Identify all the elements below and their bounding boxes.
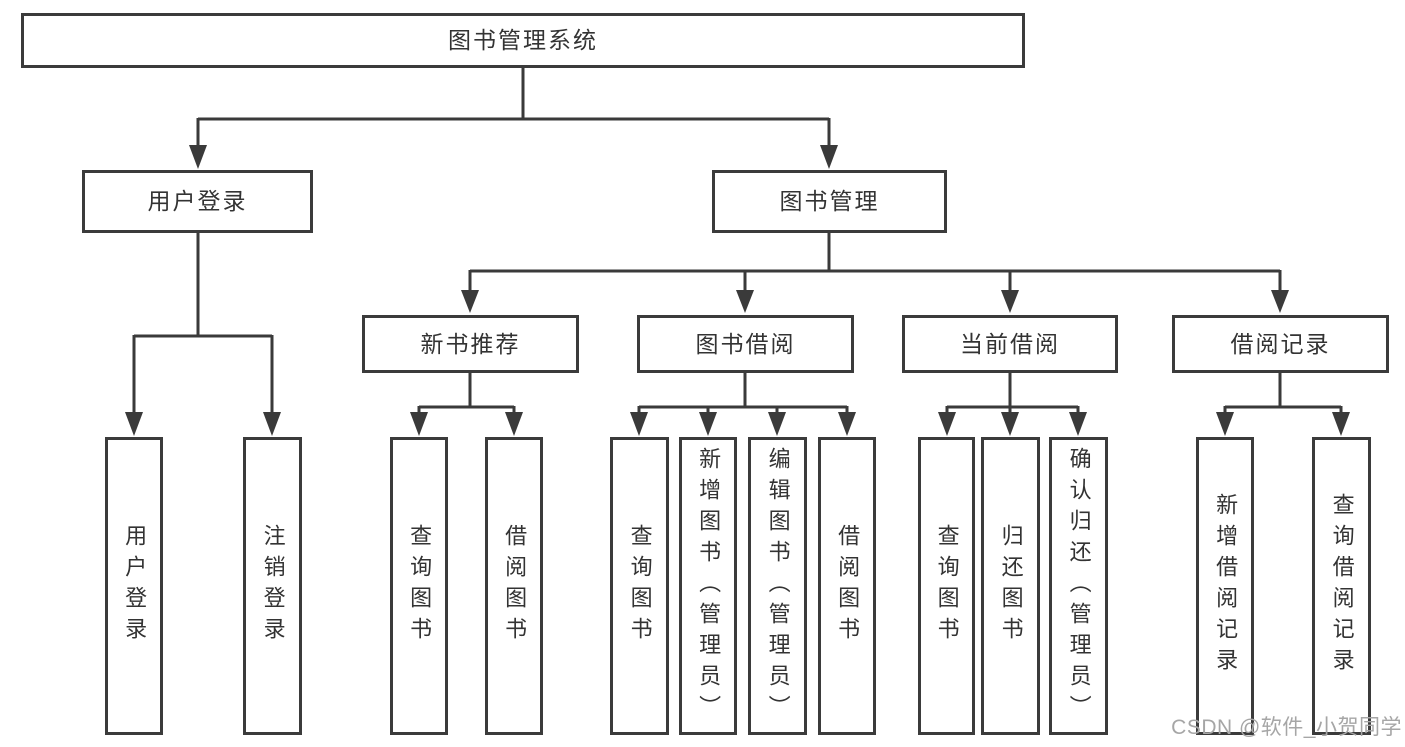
leaf-label: 新增图书（管理员） <box>696 446 722 726</box>
arrow-down-icon <box>505 412 523 436</box>
leaf-add-borrow-record: 新增借阅记录 <box>1196 437 1254 735</box>
arrow-down-icon <box>1271 290 1289 313</box>
leaf-label: 编辑图书（管理员） <box>765 446 791 726</box>
arrow-down-icon <box>1069 412 1087 436</box>
leaf-add-books-admin: 新增图书（管理员） <box>679 437 737 735</box>
connector-book-borrowing-to-leaves <box>630 373 856 436</box>
leaf-edit-books-admin: 编辑图书（管理员） <box>748 437 807 735</box>
arrow-down-icon <box>630 412 648 436</box>
node-borrowing-records: 借阅记录 <box>1172 315 1389 373</box>
node-user-login: 用户登录 <box>82 170 313 233</box>
node-new-book-recommendation: 新书推荐 <box>362 315 579 373</box>
leaf-label: 查询图书 <box>934 524 960 648</box>
connector-book-management-to-level2 <box>461 233 1289 313</box>
leaf-label: 查询图书 <box>627 524 653 648</box>
connector-current-borrowing-to-leaves <box>938 373 1087 436</box>
leaf-label: 借阅图书 <box>835 524 861 648</box>
arrow-down-icon <box>838 412 856 436</box>
arrow-down-icon <box>1001 290 1019 313</box>
arrow-down-icon <box>938 412 956 436</box>
leaf-user-login: 用户登录 <box>105 437 163 735</box>
node-library-management-system: 图书管理系统 <box>21 13 1025 68</box>
node-label: 图书管理 <box>779 188 880 214</box>
leaf-search-borrow-record: 查询借阅记录 <box>1312 437 1371 735</box>
node-label: 用户登录 <box>147 188 248 214</box>
arrow-down-icon <box>699 412 717 436</box>
arrow-down-icon <box>189 145 207 169</box>
arrow-down-icon <box>820 145 838 169</box>
node-label: 图书管理系统 <box>448 27 598 53</box>
leaf-label: 查询借阅记录 <box>1329 493 1355 679</box>
leaf-borrow-books-recommendation: 借阅图书 <box>485 437 543 735</box>
node-current-borrowing: 当前借阅 <box>902 315 1118 373</box>
connector-root-to-level1 <box>189 68 838 169</box>
leaf-label: 查询图书 <box>407 524 433 648</box>
node-label: 图书借阅 <box>695 330 796 357</box>
arrow-down-icon <box>263 412 281 436</box>
leaf-label: 确认归还（管理员） <box>1066 446 1092 726</box>
leaf-label: 用户登录 <box>122 524 148 648</box>
leaf-logout: 注销登录 <box>243 437 302 735</box>
arrow-down-icon <box>1001 412 1019 436</box>
leaf-return-books: 归还图书 <box>981 437 1040 735</box>
arrow-down-icon <box>125 412 143 436</box>
leaf-borrow-books-borrowing: 借阅图书 <box>818 437 876 735</box>
connector-user-login-to-leaves <box>125 233 281 436</box>
connector-new-book-to-leaves <box>410 373 523 436</box>
leaf-label: 注销登录 <box>260 524 286 648</box>
arrow-down-icon <box>1216 412 1234 436</box>
leaf-search-books-recommendation: 查询图书 <box>390 437 448 735</box>
csdn-watermark: CSDN @软件_小贺同学 <box>1171 716 1402 739</box>
arrow-down-icon <box>768 412 786 436</box>
arrow-down-icon <box>1332 412 1350 436</box>
leaf-confirm-return-admin: 确认归还（管理员） <box>1049 437 1108 735</box>
leaf-label: 借阅图书 <box>502 524 528 648</box>
node-label: 借阅记录 <box>1230 330 1331 357</box>
node-label: 新书推荐 <box>420 330 521 357</box>
arrow-down-icon <box>461 290 479 313</box>
leaf-search-books-current: 查询图书 <box>918 437 975 735</box>
connector-borrowing-records-to-leaves <box>1216 373 1350 436</box>
leaf-label: 归还图书 <box>998 524 1024 648</box>
leaf-search-books-borrowing: 查询图书 <box>610 437 669 735</box>
node-book-management: 图书管理 <box>712 170 947 233</box>
arrow-down-icon <box>736 290 754 313</box>
node-label: 当前借阅 <box>960 330 1060 357</box>
leaf-label: 新增借阅记录 <box>1213 493 1239 679</box>
arrow-down-icon <box>410 412 428 436</box>
node-book-borrowing: 图书借阅 <box>637 315 854 373</box>
